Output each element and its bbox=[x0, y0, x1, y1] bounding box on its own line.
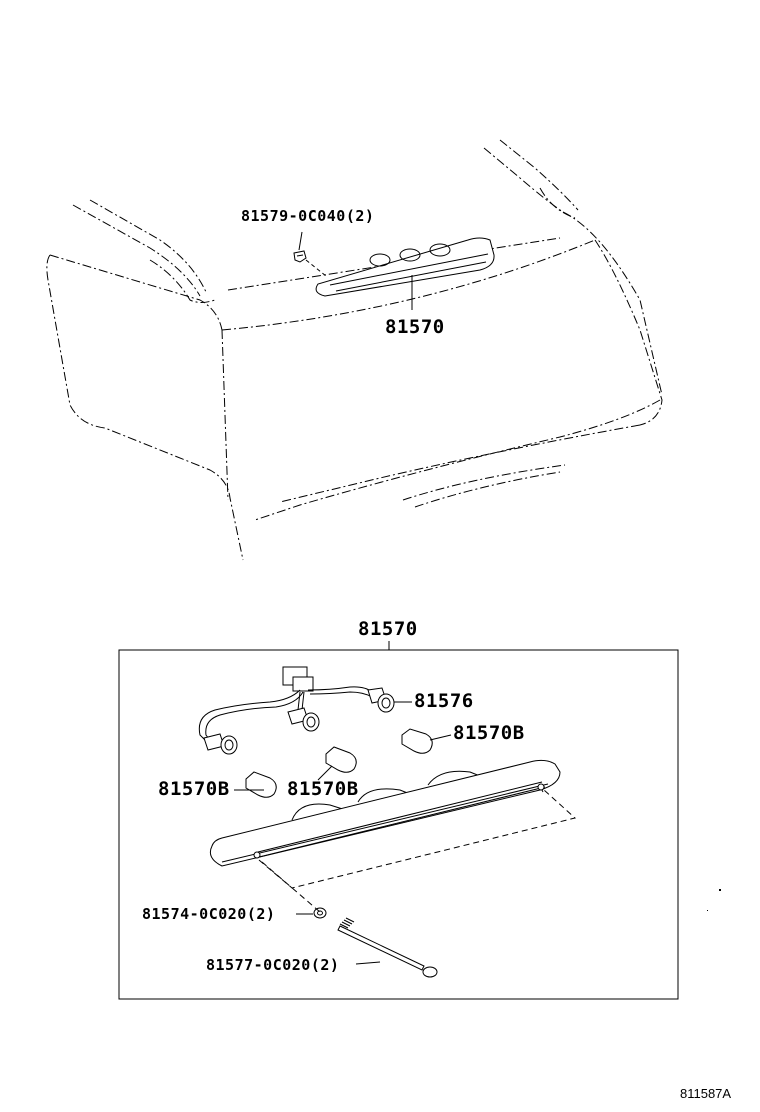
wiring-harness bbox=[198, 666, 395, 755]
stop-lamp-on-vehicle bbox=[315, 237, 495, 297]
detail-frame bbox=[118, 641, 679, 1000]
clip-icon bbox=[293, 250, 307, 263]
callout-bulb-center: 81570B bbox=[287, 778, 359, 800]
detail-leader-lines bbox=[234, 701, 452, 965]
callout-lamp-top: 81570 bbox=[385, 316, 445, 338]
figure-id: 811587A bbox=[680, 1086, 732, 1101]
bulb-icons bbox=[245, 728, 433, 798]
screw-icon bbox=[337, 917, 438, 978]
vehicle-rear-outline bbox=[46, 139, 663, 561]
callout-gasket: 81574-0C020(2) bbox=[142, 905, 276, 923]
bulb-left-icon bbox=[245, 771, 277, 798]
callout-lamp-detail: 81570 bbox=[358, 618, 418, 640]
socket-right bbox=[367, 687, 395, 713]
bulb-center-icon bbox=[325, 746, 357, 773]
callout-screw: 81577-0C020(2) bbox=[206, 956, 340, 974]
gasket-icon bbox=[313, 907, 327, 919]
callout-bulb-left: 81570B bbox=[158, 778, 230, 800]
socket-middle bbox=[287, 707, 320, 732]
socket-left bbox=[203, 733, 238, 755]
stray-marks bbox=[707, 889, 721, 911]
callout-bulb-right: 81570B bbox=[453, 722, 525, 744]
alignment-lines bbox=[258, 789, 577, 913]
stop-lamp-assembly bbox=[209, 759, 561, 867]
bulb-right-icon bbox=[401, 728, 433, 754]
callout-clip: 81579-0C040(2) bbox=[241, 207, 375, 225]
top-leader-lines bbox=[298, 231, 413, 310]
callout-socket: 81576 bbox=[414, 690, 474, 712]
